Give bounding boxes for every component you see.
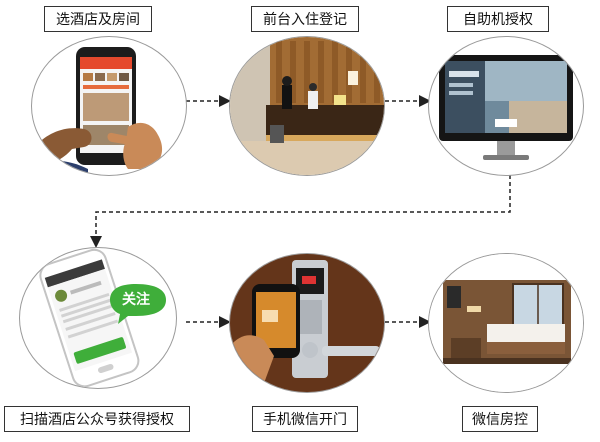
step-label-6: 微信房控 — [462, 406, 538, 432]
step-label-5: 手机微信开门 — [252, 406, 358, 432]
hotel-room-icon — [428, 253, 584, 393]
follow-bubble-text: 关注 — [122, 292, 150, 308]
step-label-3: 自助机授权 — [447, 6, 549, 32]
door-lock-icon — [229, 253, 385, 393]
wrap-connector — [90, 175, 511, 248]
phone-booking-icon — [31, 36, 187, 176]
monitor-icon — [428, 36, 584, 176]
wechat-phone-icon: 关注 — [19, 247, 177, 389]
step-label-1: 选酒店及房间 — [44, 6, 152, 32]
front-desk-icon — [229, 36, 385, 176]
step-label-4: 扫描酒店公众号获得授权 — [4, 406, 190, 432]
step-label-2: 前台入住登记 — [251, 6, 359, 32]
